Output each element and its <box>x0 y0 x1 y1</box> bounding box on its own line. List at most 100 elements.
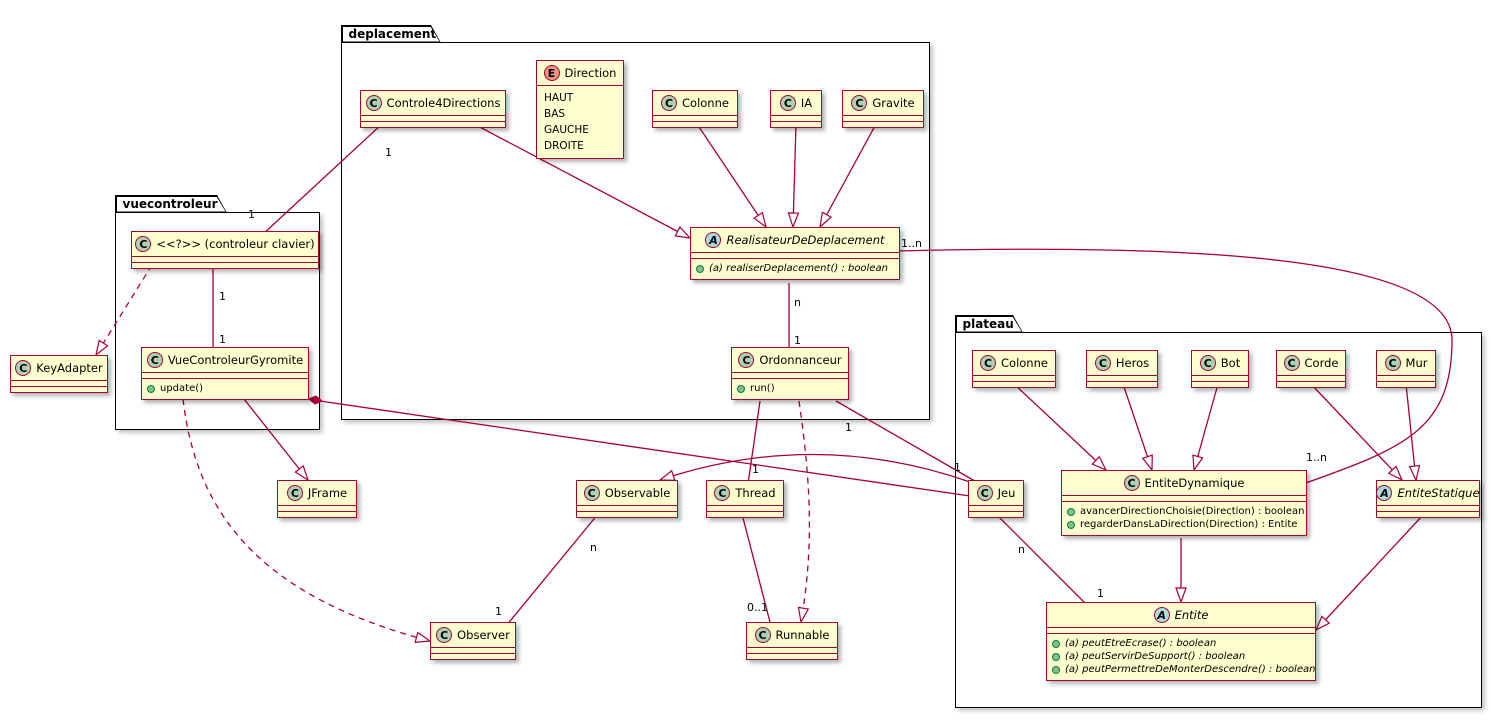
class-name: Direction <box>564 66 617 80</box>
class-controleur-clavier: C<<?>> (controleur clavier) <box>131 231 319 269</box>
realization-edge-ordonnanceur--runnable <box>799 400 811 622</box>
class-name: KeyAdapter <box>36 361 103 375</box>
method-signature: (a) peutServirDeSupport() : boolean <box>1065 651 1246 662</box>
class-icon: C <box>436 627 453 643</box>
multiplicity-label: 1 <box>845 421 852 434</box>
method-signature: run() <box>750 383 775 394</box>
method-signature: (a) peutEtreEcrase() : boolean <box>1065 638 1217 649</box>
package-tab-vuecontroleur: vuecontroleur <box>115 195 227 213</box>
multiplicity-label: n <box>590 541 597 554</box>
attributes-compartment <box>843 115 923 121</box>
methods-compartment <box>278 511 356 517</box>
methods-compartment <box>771 121 821 127</box>
class-header: C Jeu <box>969 481 1023 505</box>
attributes-compartment <box>969 505 1023 511</box>
association-edge-thread--runnable <box>741 513 772 627</box>
enum-value: BAS <box>544 108 566 120</box>
multiplicity-label: 1 <box>495 605 502 618</box>
package-name: plateau <box>957 317 1022 332</box>
methods-compartment <box>747 653 837 659</box>
public-visibility-icon <box>1052 652 1060 661</box>
class-icon: C <box>738 352 755 368</box>
class-icon: C <box>976 485 993 501</box>
class-icon: C <box>286 485 303 501</box>
class-header: C IA <box>771 91 821 115</box>
enum-icon: E <box>543 65 560 81</box>
class-name: Entite <box>1174 608 1209 622</box>
public-visibility-icon <box>1067 507 1075 516</box>
methods-compartment <box>843 121 923 127</box>
attributes-compartment <box>707 505 783 511</box>
class-name: Thread <box>735 486 776 500</box>
methods-compartment: (a) realiserDeplacement() : boolean <box>691 258 899 279</box>
public-visibility-icon <box>737 384 745 393</box>
class-icon: C <box>779 95 796 111</box>
enum-value: HAUT <box>544 92 574 104</box>
method: (a) peutEtreEcrase() : boolean <box>1052 637 1310 650</box>
abstract-class-icon: A <box>1153 607 1170 623</box>
class-name: Mur <box>1405 356 1428 370</box>
class-icon: C <box>851 95 868 111</box>
class-name: EntiteDynamique <box>1144 476 1245 490</box>
attributes-compartment <box>1377 505 1479 511</box>
attributes-compartment <box>1047 627 1315 633</box>
methods-compartment <box>1087 381 1157 387</box>
methods-compartment <box>1277 381 1345 387</box>
attributes-compartment <box>1062 495 1306 501</box>
class-name: Jeu <box>997 486 1016 500</box>
public-visibility-icon <box>1052 639 1060 648</box>
method-signature: (a) peutPermettreDeMonterDescendre() : b… <box>1065 664 1316 675</box>
class-name: Colonne <box>1001 356 1048 370</box>
method: regarderDansLaDirection(Direction) : Ent… <box>1067 518 1301 531</box>
methods-compartment: (a) peutEtreEcrase() : boolean (a) peutSe… <box>1047 633 1315 680</box>
method: (a) realiserDeplacement() : boolean <box>696 262 894 275</box>
class-icon: C <box>1094 355 1111 371</box>
class-header: C EntiteDynamique <box>1062 471 1306 495</box>
public-visibility-icon <box>1052 665 1060 674</box>
class-name: Observable <box>604 486 671 500</box>
methods-compartment <box>11 386 107 392</box>
methods-compartment: update() <box>142 378 308 399</box>
class-header: C Heros <box>1087 351 1157 375</box>
class-icon: C <box>135 236 152 252</box>
class-name: Observer <box>457 628 510 642</box>
class-name: EntiteStatique <box>1397 486 1480 500</box>
class-heros: C Heros <box>1086 350 1158 388</box>
class-icon: C <box>1384 355 1401 371</box>
class-icon: C <box>365 95 382 111</box>
class-name: Heros <box>1115 356 1150 370</box>
class-name: Corde <box>1304 356 1339 370</box>
class-name: VueControleurGyromite <box>167 353 304 367</box>
methods-compartment <box>1377 511 1479 517</box>
class-jeu: C Jeu <box>968 480 1024 518</box>
method: run() <box>737 382 843 395</box>
class-ia: C IA <box>770 90 822 128</box>
class-icon: C <box>1123 475 1140 491</box>
class-icon: C <box>15 360 32 376</box>
association-edge-observable--observer <box>505 513 599 627</box>
method-signature: avancerDirectionChoisie(Direction) : boo… <box>1080 506 1305 517</box>
attributes-compartment <box>132 256 318 262</box>
methods-compartment <box>707 511 783 517</box>
methods-compartment <box>431 653 515 659</box>
class-name: IA <box>800 96 813 110</box>
attributes-compartment <box>747 647 837 653</box>
